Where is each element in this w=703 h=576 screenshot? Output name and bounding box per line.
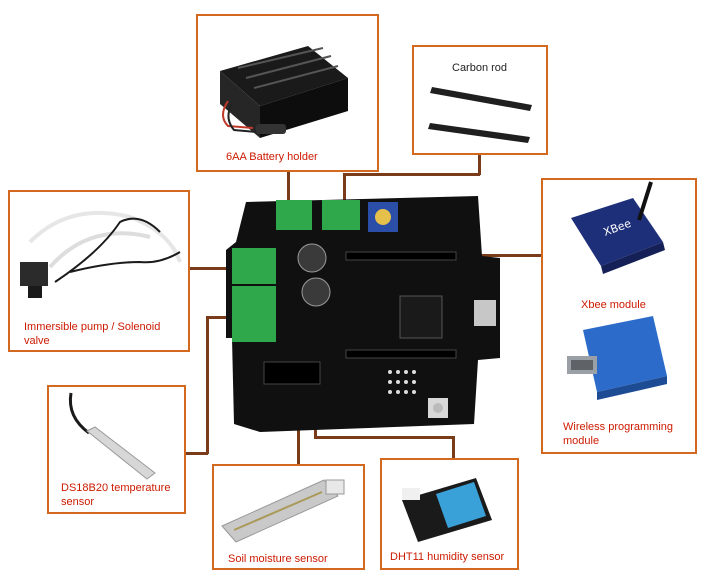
wireless-label-line1: Wireless programming <box>563 421 674 433</box>
wire-ds-vertical <box>206 316 209 454</box>
carbon-rod-label: Carbon rod <box>452 62 508 74</box>
ds18b20-label-line1: DS18B20 temperature <box>61 482 171 494</box>
wire-dht-vertical <box>314 385 317 438</box>
ds18b20-image <box>68 392 156 480</box>
battery-holder-label: 6AA Battery holder <box>226 151 318 163</box>
wire-ds-horizontal <box>206 316 246 319</box>
pump-label-line1: Immersible pump / Solenoid <box>24 321 161 333</box>
wire-battery <box>287 172 290 202</box>
battery-holder-image <box>220 46 348 138</box>
xbee-label: Xbee module <box>581 299 646 311</box>
wire-carbon-vertical <box>478 155 481 175</box>
wireless-module-image <box>567 316 667 400</box>
carbon-rod-box: Carbon rod <box>412 45 548 155</box>
wireless-label-line2: module <box>563 435 600 447</box>
ds18b20-label-line2: sensor <box>61 496 95 508</box>
wire-soil <box>297 385 300 465</box>
xbee-image: XBee <box>571 181 665 274</box>
soil-sensor-image <box>221 479 345 543</box>
xbee-box: XBee Xbee module Wireless programming mo… <box>541 178 697 454</box>
ds18b20-box: DS18B20 temperature sensor <box>47 385 186 514</box>
wire-xbee <box>470 254 542 257</box>
pump-label-line2: valve <box>24 335 50 347</box>
battery-holder-box: 6AA Battery holder <box>196 14 379 172</box>
soil-sensor-box: Soil moisture sensor <box>212 464 365 570</box>
pump-image <box>20 210 182 298</box>
wire-dht-drop <box>452 436 455 458</box>
dht11-image <box>402 478 492 542</box>
wire-ds-stub <box>186 452 208 455</box>
dht11-label: DHT11 humidity sensor <box>390 551 505 563</box>
wire-dht-horizontal <box>314 436 454 439</box>
wire-pump <box>190 267 245 270</box>
pump-box: Immersible pump / Solenoid valve <box>8 190 190 352</box>
dht11-box: DHT11 humidity sensor <box>380 458 519 570</box>
wire-carbon-drop <box>343 173 346 203</box>
carbon-rod-image <box>428 87 532 143</box>
wire-carbon-horizontal <box>343 173 480 176</box>
soil-sensor-label: Soil moisture sensor <box>228 553 328 565</box>
